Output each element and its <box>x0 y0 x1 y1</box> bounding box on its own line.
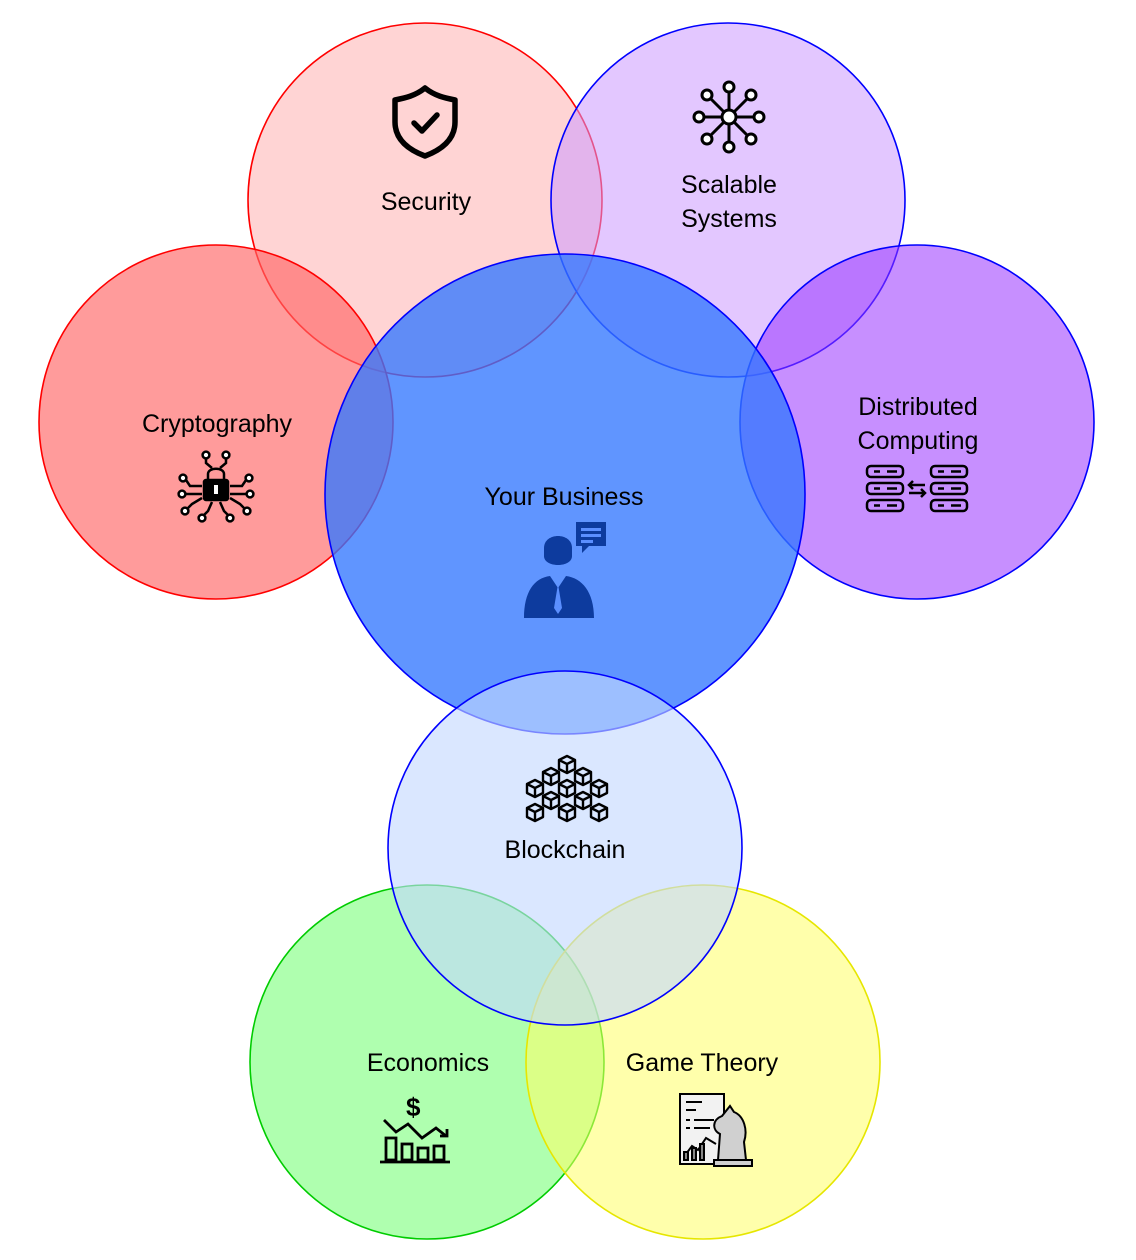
scalable-systems-label-line2: Systems <box>681 205 777 233</box>
your-business-label: Your Business <box>485 483 644 511</box>
blockchain-circle <box>387 670 743 1026</box>
dollar-chart-icon: $ <box>380 1092 450 1164</box>
businessman-icon <box>524 522 606 618</box>
scalable-systems-label-line1: Scalable <box>681 171 777 199</box>
blockchain-cubes-icon <box>525 754 609 823</box>
svg-text:$: $ <box>406 1092 421 1122</box>
server-sync-icon <box>865 464 969 513</box>
distributed-computing-label-line2: Computing <box>858 427 979 455</box>
security-label: Security <box>381 188 472 216</box>
circuit-lock-icon <box>177 450 255 523</box>
network-hub-icon <box>692 80 766 154</box>
cryptography-label: Cryptography <box>142 410 293 438</box>
blockchain-label: Blockchain <box>505 836 626 864</box>
game-theory-label: Game Theory <box>626 1049 779 1077</box>
shield-check-icon <box>392 85 458 159</box>
economics-label: Economics <box>367 1049 489 1077</box>
distributed-computing-label-line1: Distributed <box>858 393 978 421</box>
chess-report-icon <box>679 1093 753 1167</box>
